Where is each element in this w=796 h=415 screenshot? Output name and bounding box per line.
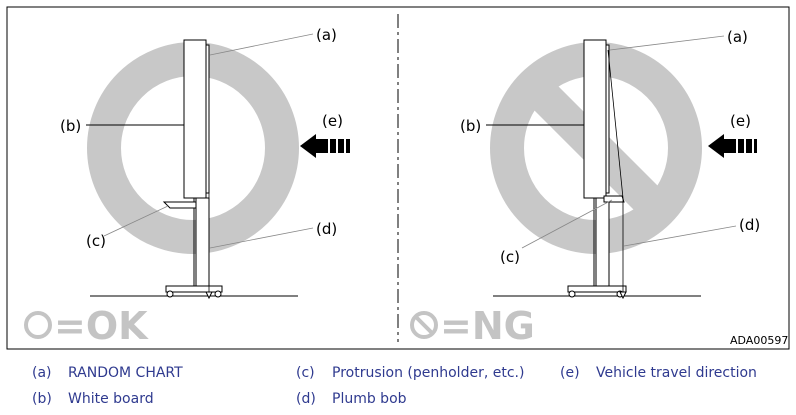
random-chart: [205, 44, 210, 194]
random-chart: [605, 44, 610, 194]
legend-label-c: Protrusion (penholder, etc.): [332, 365, 524, 381]
stand-post: [595, 197, 610, 287]
right-panel: (a) (b) (c) (d) (e) =NG ADA00597: [410, 28, 788, 348]
caster-wheel: [214, 290, 222, 298]
leader-line-c: [103, 205, 169, 237]
legend-label-e: Vehicle travel direction: [596, 365, 757, 381]
white-board: [583, 39, 607, 199]
callout-d: (d): [739, 216, 760, 234]
penholder-protrusion: [162, 201, 197, 209]
callout-b: (b): [460, 117, 481, 135]
legend-key-c: (c): [296, 365, 315, 381]
stand-post: [195, 197, 210, 287]
legend: (a) RANDOM CHART (b) White board (c) Pro…: [32, 365, 757, 407]
ng-symbol-icon: [410, 311, 438, 339]
callout-d: (d): [316, 220, 337, 238]
plumb-bob: [619, 291, 627, 300]
plumb-line: [607, 49, 624, 292]
callout-c: (c): [86, 232, 106, 250]
leader-line-c: [521, 199, 613, 249]
left-panel: (a) (b) (c) (d) (e) =OK: [24, 26, 350, 348]
legend-label-b: White board: [68, 391, 154, 407]
legend-label-d: Plumb bob: [332, 391, 407, 407]
leader-line-a: [209, 33, 314, 56]
plumb-bob: [205, 291, 213, 300]
callout-c: (c): [500, 248, 520, 266]
legend-key-e: (e): [560, 365, 580, 381]
callout-e: (e): [730, 112, 751, 130]
legend-key-a: (a): [32, 365, 52, 381]
penholder-protrusion: [603, 195, 625, 203]
ng-verdict: =NG: [440, 304, 535, 348]
callout-a: (a): [316, 26, 337, 44]
leader-line-d: [209, 227, 314, 249]
figure-frame: [6, 6, 790, 350]
travel-direction-arrow-icon: [300, 134, 350, 158]
stand-base: [165, 285, 223, 293]
callout-b: (b): [60, 117, 81, 135]
leader-line-d: [623, 225, 737, 247]
legend-key-d: (d): [296, 391, 316, 407]
stand-base: [567, 285, 627, 293]
legend-label-a: RANDOM CHART: [68, 365, 183, 381]
leader-line-a: [609, 35, 725, 51]
caster-wheel: [166, 290, 174, 298]
callout-e: (e): [322, 112, 343, 130]
white-board: [183, 39, 207, 199]
legend-key-b: (b): [32, 391, 52, 407]
figure-code: ADA00597: [730, 334, 788, 347]
ok-symbol-icon: [24, 311, 52, 339]
ok-verdict: =OK: [54, 304, 149, 348]
travel-direction-arrow-icon: [708, 134, 757, 158]
caster-wheel: [568, 290, 576, 298]
callout-a: (a): [727, 28, 748, 46]
